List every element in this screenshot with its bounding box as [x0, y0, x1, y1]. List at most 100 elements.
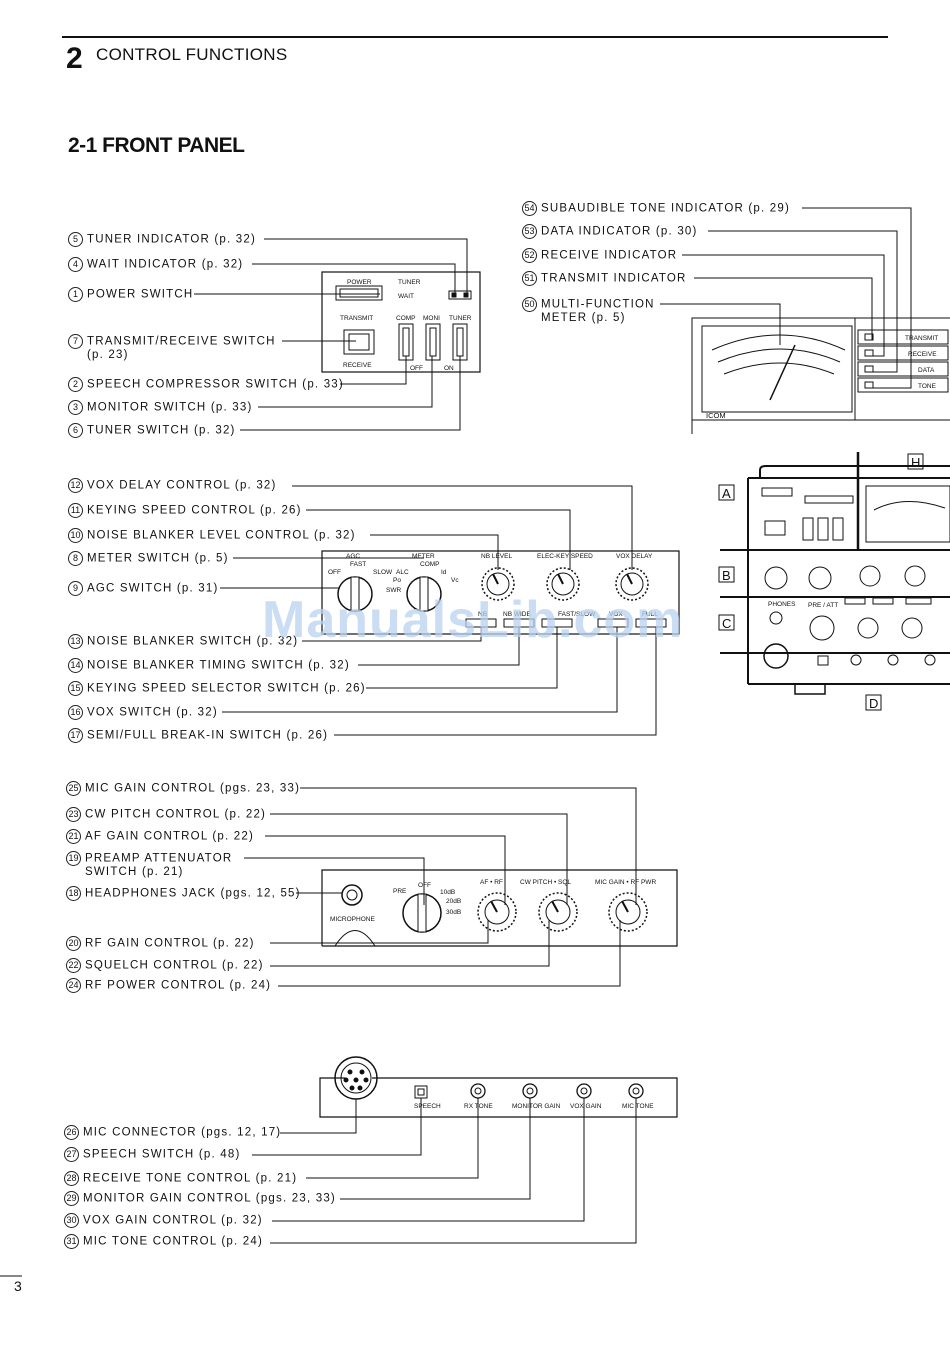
- svg-text:OFF: OFF: [410, 365, 423, 372]
- svg-text:A: A: [722, 486, 731, 501]
- svg-text:VOX GAIN: VOX GAIN: [570, 1103, 602, 1110]
- svg-text:TRANSMIT: TRANSMIT: [340, 315, 373, 322]
- svg-text:SWR: SWR: [386, 587, 401, 594]
- svg-text:OFF: OFF: [418, 882, 431, 889]
- svg-text:Po: Po: [393, 577, 401, 584]
- radio-overview-thumbnail: A B C H D PHONES PRE / ATT: [718, 452, 950, 711]
- svg-text:FAST/SLOW: FAST/SLOW: [558, 611, 596, 618]
- svg-text:COMP: COMP: [396, 315, 416, 322]
- panel-control-section: AGC FAST OFF SLOW METER ALC COMP Po SWR …: [321, 550, 680, 635]
- svg-text:Vc: Vc: [451, 577, 459, 584]
- svg-text:H: H: [911, 455, 920, 470]
- panel-gain-section: MICROPHONE PRE OFF 10dB 20dB 30dB AF • R…: [321, 869, 678, 947]
- svg-text:Id: Id: [441, 569, 447, 576]
- group4-leaders: [252, 1098, 637, 1244]
- page-number: 3: [14, 1278, 22, 1294]
- svg-text:RX TONE: RX TONE: [464, 1103, 493, 1110]
- chapter-title: CONTROL FUNCTIONS: [96, 45, 288, 64]
- svg-text:TONE: TONE: [918, 383, 937, 390]
- svg-text:VOX: VOX: [609, 611, 623, 618]
- svg-text:SLOW: SLOW: [373, 569, 393, 576]
- svg-text:ON: ON: [444, 365, 454, 372]
- section-title: 2-1 FRONT PANEL: [68, 134, 245, 157]
- svg-text:MONITOR GAIN: MONITOR GAIN: [512, 1103, 561, 1110]
- svg-text:OFF: OFF: [328, 569, 341, 576]
- svg-text:FAST: FAST: [350, 561, 366, 568]
- svg-text:WAIT: WAIT: [398, 293, 414, 300]
- svg-text:TUNER: TUNER: [449, 315, 472, 322]
- chapter-number: 2: [66, 42, 83, 75]
- svg-text:ALC: ALC: [396, 569, 409, 576]
- svg-text:AGC: AGC: [346, 553, 360, 560]
- svg-text:AF • RF: AF • RF: [480, 879, 503, 886]
- svg-text:METER: METER: [412, 553, 435, 560]
- svg-text:MIC TONE: MIC TONE: [622, 1103, 654, 1110]
- svg-text:TRANSMIT: TRANSMIT: [905, 335, 938, 342]
- svg-text:NB WIDE: NB WIDE: [503, 611, 531, 618]
- svg-text:DATA: DATA: [918, 367, 935, 374]
- svg-text:CW PITCH • SQL: CW PITCH • SQL: [520, 879, 571, 886]
- right-leaders: [660, 207, 912, 389]
- svg-text:FULL: FULL: [642, 611, 658, 618]
- svg-text:NB: NB: [478, 611, 487, 618]
- panel-rear-controls: SPEECH RX TONE MONITOR GAIN VOX GAIN MIC…: [319, 1056, 678, 1118]
- watermark: ManualsLib.com: [262, 591, 684, 649]
- group1-leaders: [194, 238, 468, 431]
- svg-text:10dB: 10dB: [440, 889, 455, 896]
- svg-text:COMP: COMP: [420, 561, 440, 568]
- svg-text:30dB: 30dB: [446, 909, 461, 916]
- svg-text:RECEIVE: RECEIVE: [908, 351, 937, 358]
- svg-text:MIC GAIN • RF PWR: MIC GAIN • RF PWR: [595, 879, 656, 886]
- svg-text:20dB: 20dB: [446, 898, 461, 905]
- svg-text:B: B: [722, 568, 731, 583]
- meter-section: ICOM TRANSMIT RECEIVE DATA TONE: [691, 317, 950, 434]
- svg-text:ELEC-KEY SPEED: ELEC-KEY SPEED: [537, 553, 593, 560]
- svg-text:NB LEVEL: NB LEVEL: [481, 553, 512, 560]
- svg-text:VOX DELAY: VOX DELAY: [616, 553, 653, 560]
- svg-text:ICOM: ICOM: [706, 411, 726, 420]
- svg-text:C: C: [722, 616, 731, 631]
- group3-leaders: [244, 787, 637, 987]
- svg-text:MICROPHONE: MICROPHONE: [330, 916, 375, 923]
- group2-leaders: [220, 485, 657, 736]
- svg-text:PRE / ATT: PRE / ATT: [808, 602, 838, 609]
- svg-text:PRE: PRE: [393, 888, 407, 895]
- svg-text:SPEECH: SPEECH: [414, 1103, 441, 1110]
- header-rule: [62, 36, 888, 38]
- svg-text:POWER: POWER: [347, 279, 372, 286]
